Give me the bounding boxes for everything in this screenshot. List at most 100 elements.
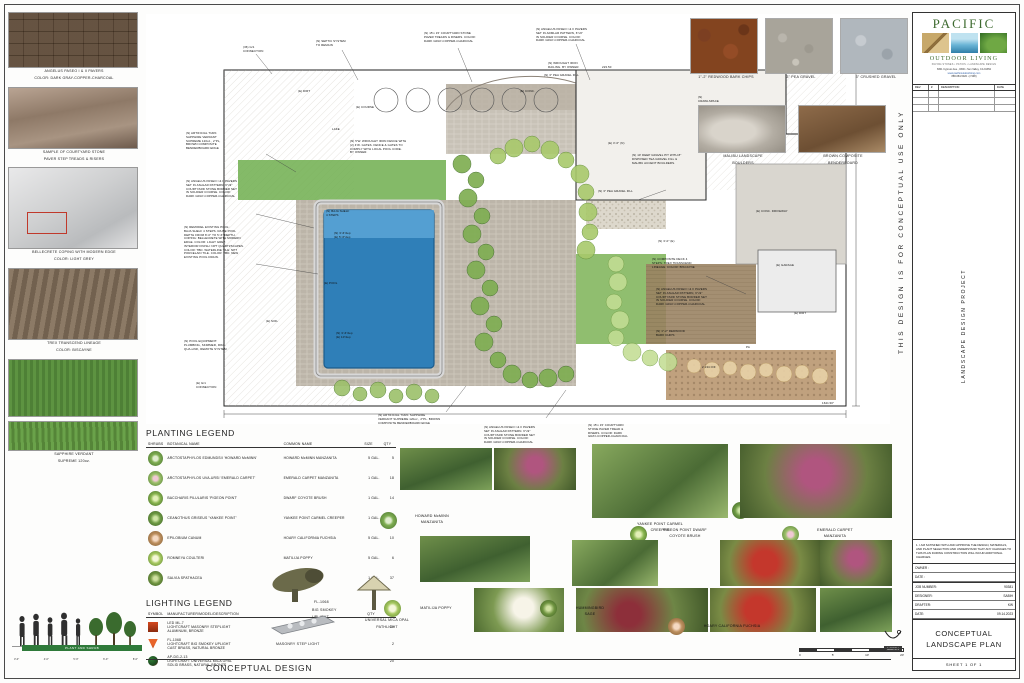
plant-caption-2: CREEPER xyxy=(650,528,670,532)
plan-annotation: (N) 15'x 15' COURTYARD STONE PAVER TREAD… xyxy=(588,423,628,439)
date-line[interactable]: DATE : xyxy=(913,573,1015,582)
caption-line-2: PAVER STEP TREADS & RISERS xyxy=(43,156,105,161)
col-manufacturer: MANUFACTURER/MODEL/DESCRIPTION xyxy=(165,611,366,618)
table-header-row: SYMBOL MANUFACTURER/MODEL/DESCRIPTION QT… xyxy=(146,611,396,618)
masonry-step-light-figure: MASONRY STEP LIGHT xyxy=(268,612,388,649)
date-row: DATE: 09.14.2023 xyxy=(913,610,1015,619)
scale-label: 10' xyxy=(865,653,869,657)
plan-annotation: LAKE xyxy=(332,127,340,131)
plant-symbol xyxy=(146,468,165,488)
plant-symbol-fuchsia xyxy=(668,618,685,635)
approval-note-text: 1. I AM SATISFIED WITH AND APPROVE THE D… xyxy=(916,543,1012,560)
howard-mcminn-photo xyxy=(400,448,492,490)
sheet-date-value: 09.14.2023 xyxy=(997,611,1013,616)
plant-symbol xyxy=(146,488,165,508)
plan-annotation: (N) WROUGHT IRON RAILING. BY OWNER. xyxy=(548,61,580,69)
site-plan-drawing[interactable]: (36) G/1 CONNECTION(N) SEPTIC SYSTEM TO … xyxy=(146,14,890,444)
common-name: DWARF COYOTE BRUSH xyxy=(283,496,327,500)
plan-annotation: 223.50 xyxy=(602,65,612,69)
plant-qty: 18 xyxy=(389,476,394,480)
plan-annotation: (N) 5'W. WROUGHT IRON FENCE WITH (2) 4'W… xyxy=(350,139,407,155)
howard-mcminn-bloom-photo xyxy=(494,448,576,490)
plant-symbol xyxy=(146,548,165,568)
plan-annotation: (N) SEPTIC SYSTEM TO REMAIN xyxy=(316,39,346,47)
plan-annotation: 1641'40" xyxy=(822,401,835,405)
sheet-number: SHEET 1 OF 1 xyxy=(913,658,1015,670)
bellecrete-coping-photo xyxy=(8,167,138,250)
plan-annotation: 2.134 O/F xyxy=(702,365,716,369)
plan-annotation: (N) REMODEL EXISTING POOL: BAJA SHELF 4 … xyxy=(184,225,244,260)
col-shrubs: SHRUBS xyxy=(146,441,166,448)
hummingbird-sage-photo xyxy=(576,588,708,632)
material-sample: MALIBU LANDSCAPE BOULDERS xyxy=(698,105,788,168)
owner-line[interactable]: OWNER : xyxy=(913,564,1015,573)
job-info-section: JOB NUMBER: 90381 DESIGNER: SABIH DRAFTE… xyxy=(913,581,1015,619)
sheet-title: CONCEPTUAL LANDSCAPE PLAN xyxy=(913,618,1015,659)
redwood-bark-chips-photo xyxy=(690,18,758,74)
caption-line-2: BOULDERS xyxy=(732,160,754,165)
matilija-landscape-photo xyxy=(420,536,530,582)
plan-annotation: (N) 3'-6"dep (E) 5'-6"dep xyxy=(334,231,351,239)
col-size: SIZE xyxy=(362,441,382,448)
col-description: DESCRIPTION xyxy=(939,85,995,90)
water-tile-icon xyxy=(950,33,978,53)
plant-caption-1: HOARY CALIFORNIA FUCHSIA xyxy=(703,624,761,628)
col-symbol: SYMBOL xyxy=(146,611,166,618)
plant-symbol-emerald-carpet xyxy=(782,526,799,543)
plant-size: 5 GAL. xyxy=(368,536,380,540)
material-sample: 3" CRUSHED GRAVEL xyxy=(840,18,912,82)
scale-bar-labels: 0 5' 10' 20' xyxy=(799,653,904,657)
caption-line-1: SAMPLE OF COURTYARD STONE xyxy=(42,149,106,154)
plan-annotation: (N) 3'-0" (E) xyxy=(658,239,675,243)
plant-symbol xyxy=(146,568,165,588)
top-material-photos: 1"-2" REDWOOD BARK CHIPS 3" PEA GRAVEL 3… xyxy=(690,18,912,82)
revision-row[interactable] xyxy=(913,98,1015,105)
artificial-turf-photo xyxy=(8,358,138,417)
plan-annotation: (E) DIRT xyxy=(794,311,807,315)
plant-symbol-sage xyxy=(540,600,557,617)
plan-annotation: (E) DIRT xyxy=(298,89,311,93)
lighting-symbol xyxy=(146,618,165,636)
revision-row[interactable] xyxy=(913,91,1015,98)
botanical-name: ROMNEYA COULTERI xyxy=(167,556,205,560)
lighting-legend-table: SYMBOL MANUFACTURER/MODEL/DESCRIPTION QT… xyxy=(146,611,396,669)
caption-line-1: 1"-2" REDWOOD BARK CHIPS xyxy=(698,75,754,79)
caption-line-2: COLOR: LIGHT GREY xyxy=(54,257,94,262)
common-name: EMERALD CARPET MANZANITA xyxy=(283,476,339,480)
revision-row[interactable] xyxy=(913,105,1015,112)
designer-label: DESIGNER: xyxy=(915,593,933,598)
logo-address: 8301 Cypress Ave., #300 • Sun Valley, CA… xyxy=(936,68,992,71)
material-sample: 3" PEA GRAVEL xyxy=(765,18,837,82)
sheet-title-line-2: LANDSCAPE PLAN xyxy=(926,639,1002,649)
secondary-material-photos: MALIBU LANDSCAPE BOULDERS BROWN COMPOSIT… xyxy=(698,105,888,168)
plan-annotation: (N) 3" PEA GRAVEL FILL xyxy=(598,189,633,193)
plant-size: 5 GAL. xyxy=(368,556,380,560)
caption-line-1: MALIBU LANDSCAPE xyxy=(723,154,763,158)
malibu-boulders-photo xyxy=(698,105,786,153)
plan-annotation: (N) BAJA SHELF 4 STEPS xyxy=(326,209,350,217)
company-logo[interactable]: PACIFIC OUTDOOR LIVING PAVING STONES • P… xyxy=(913,13,1015,85)
project-name-text: LANDSCAPE DESIGN PROJECT xyxy=(961,268,967,383)
plan-annotation: (E) SOIL xyxy=(266,319,279,323)
angelus-paseo-pavers-photo xyxy=(8,12,138,68)
fixture-caption-1: BIG SMOKEY xyxy=(312,607,337,612)
drafter-row: DRAFTER: KW xyxy=(913,601,1015,610)
botanical-name: EPILOBIUM CANUM xyxy=(167,536,202,540)
plant-symbol-howard-mcminn xyxy=(380,512,397,529)
designer-value: SABIH xyxy=(1003,593,1013,598)
botanical-name: SALVIA SPATHACEA xyxy=(167,576,203,580)
scale-label: 5' xyxy=(831,653,834,657)
plant-caption-1: PIGEON POINT DWARF xyxy=(663,528,707,532)
caption-line-1: BROWN COMPOSITE xyxy=(823,154,863,158)
benderboard-photo xyxy=(798,105,886,153)
legends-panel: PLANTING LEGEND SHRUBS BOTANICAL NAME CO… xyxy=(146,428,396,667)
caption-line-1: BELLECRETE COPING WITH MODERN EDGE xyxy=(32,250,116,255)
plan-vector xyxy=(223,43,860,419)
fuchsia-bloom-photo xyxy=(820,540,892,586)
botanical-name: BACCHARIS PILULARIS 'PIGEON POINT' xyxy=(167,496,238,500)
logo-website[interactable]: www.pacificoutdoorliving.com xyxy=(947,71,981,75)
drafter-label: DRAFTER: xyxy=(915,602,931,607)
plant-qty: 6 xyxy=(391,556,394,560)
